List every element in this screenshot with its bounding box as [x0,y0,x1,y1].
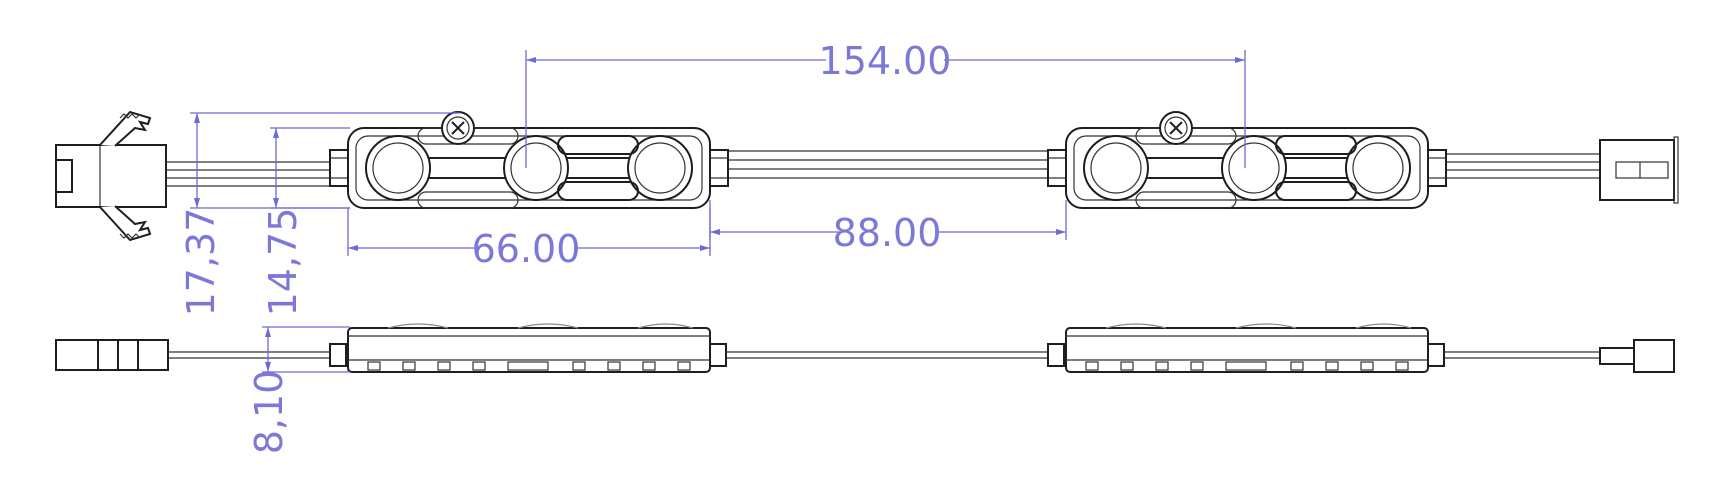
dimension-pitch-label: 154.00 [819,39,952,83]
dimension-thickness: 8,10 [247,326,350,455]
dimension-module-length: 66.00 [347,208,711,271]
dimension-pitch: 154.00 [525,39,1246,168]
side-view: 8,10 [55,323,1675,455]
dimension-body-height-label: 14,75 [261,208,305,317]
led-module-1-side [329,323,727,373]
wires-top [166,150,1600,187]
left-connector-side [55,339,169,371]
left-connector [55,110,167,242]
dimension-gap-label: 88.00 [833,211,942,255]
led-module-1 [329,111,729,209]
dimension-gap: 88.00 [709,200,1067,255]
led-module-2-side [1047,323,1445,373]
dimension-module-length-label: 66.00 [472,227,581,271]
dimension-body-height: 14,75 [261,127,350,317]
right-connector-side [1599,339,1675,373]
top-view: 154.00 88.00 66.00 17,37 [55,39,1679,317]
led-module-2 [1047,111,1447,209]
dimension-thickness-label: 8,10 [247,370,291,455]
cable-side [168,351,1600,359]
dimension-outer-height-label: 17,37 [179,208,223,317]
right-connector [1599,136,1679,204]
